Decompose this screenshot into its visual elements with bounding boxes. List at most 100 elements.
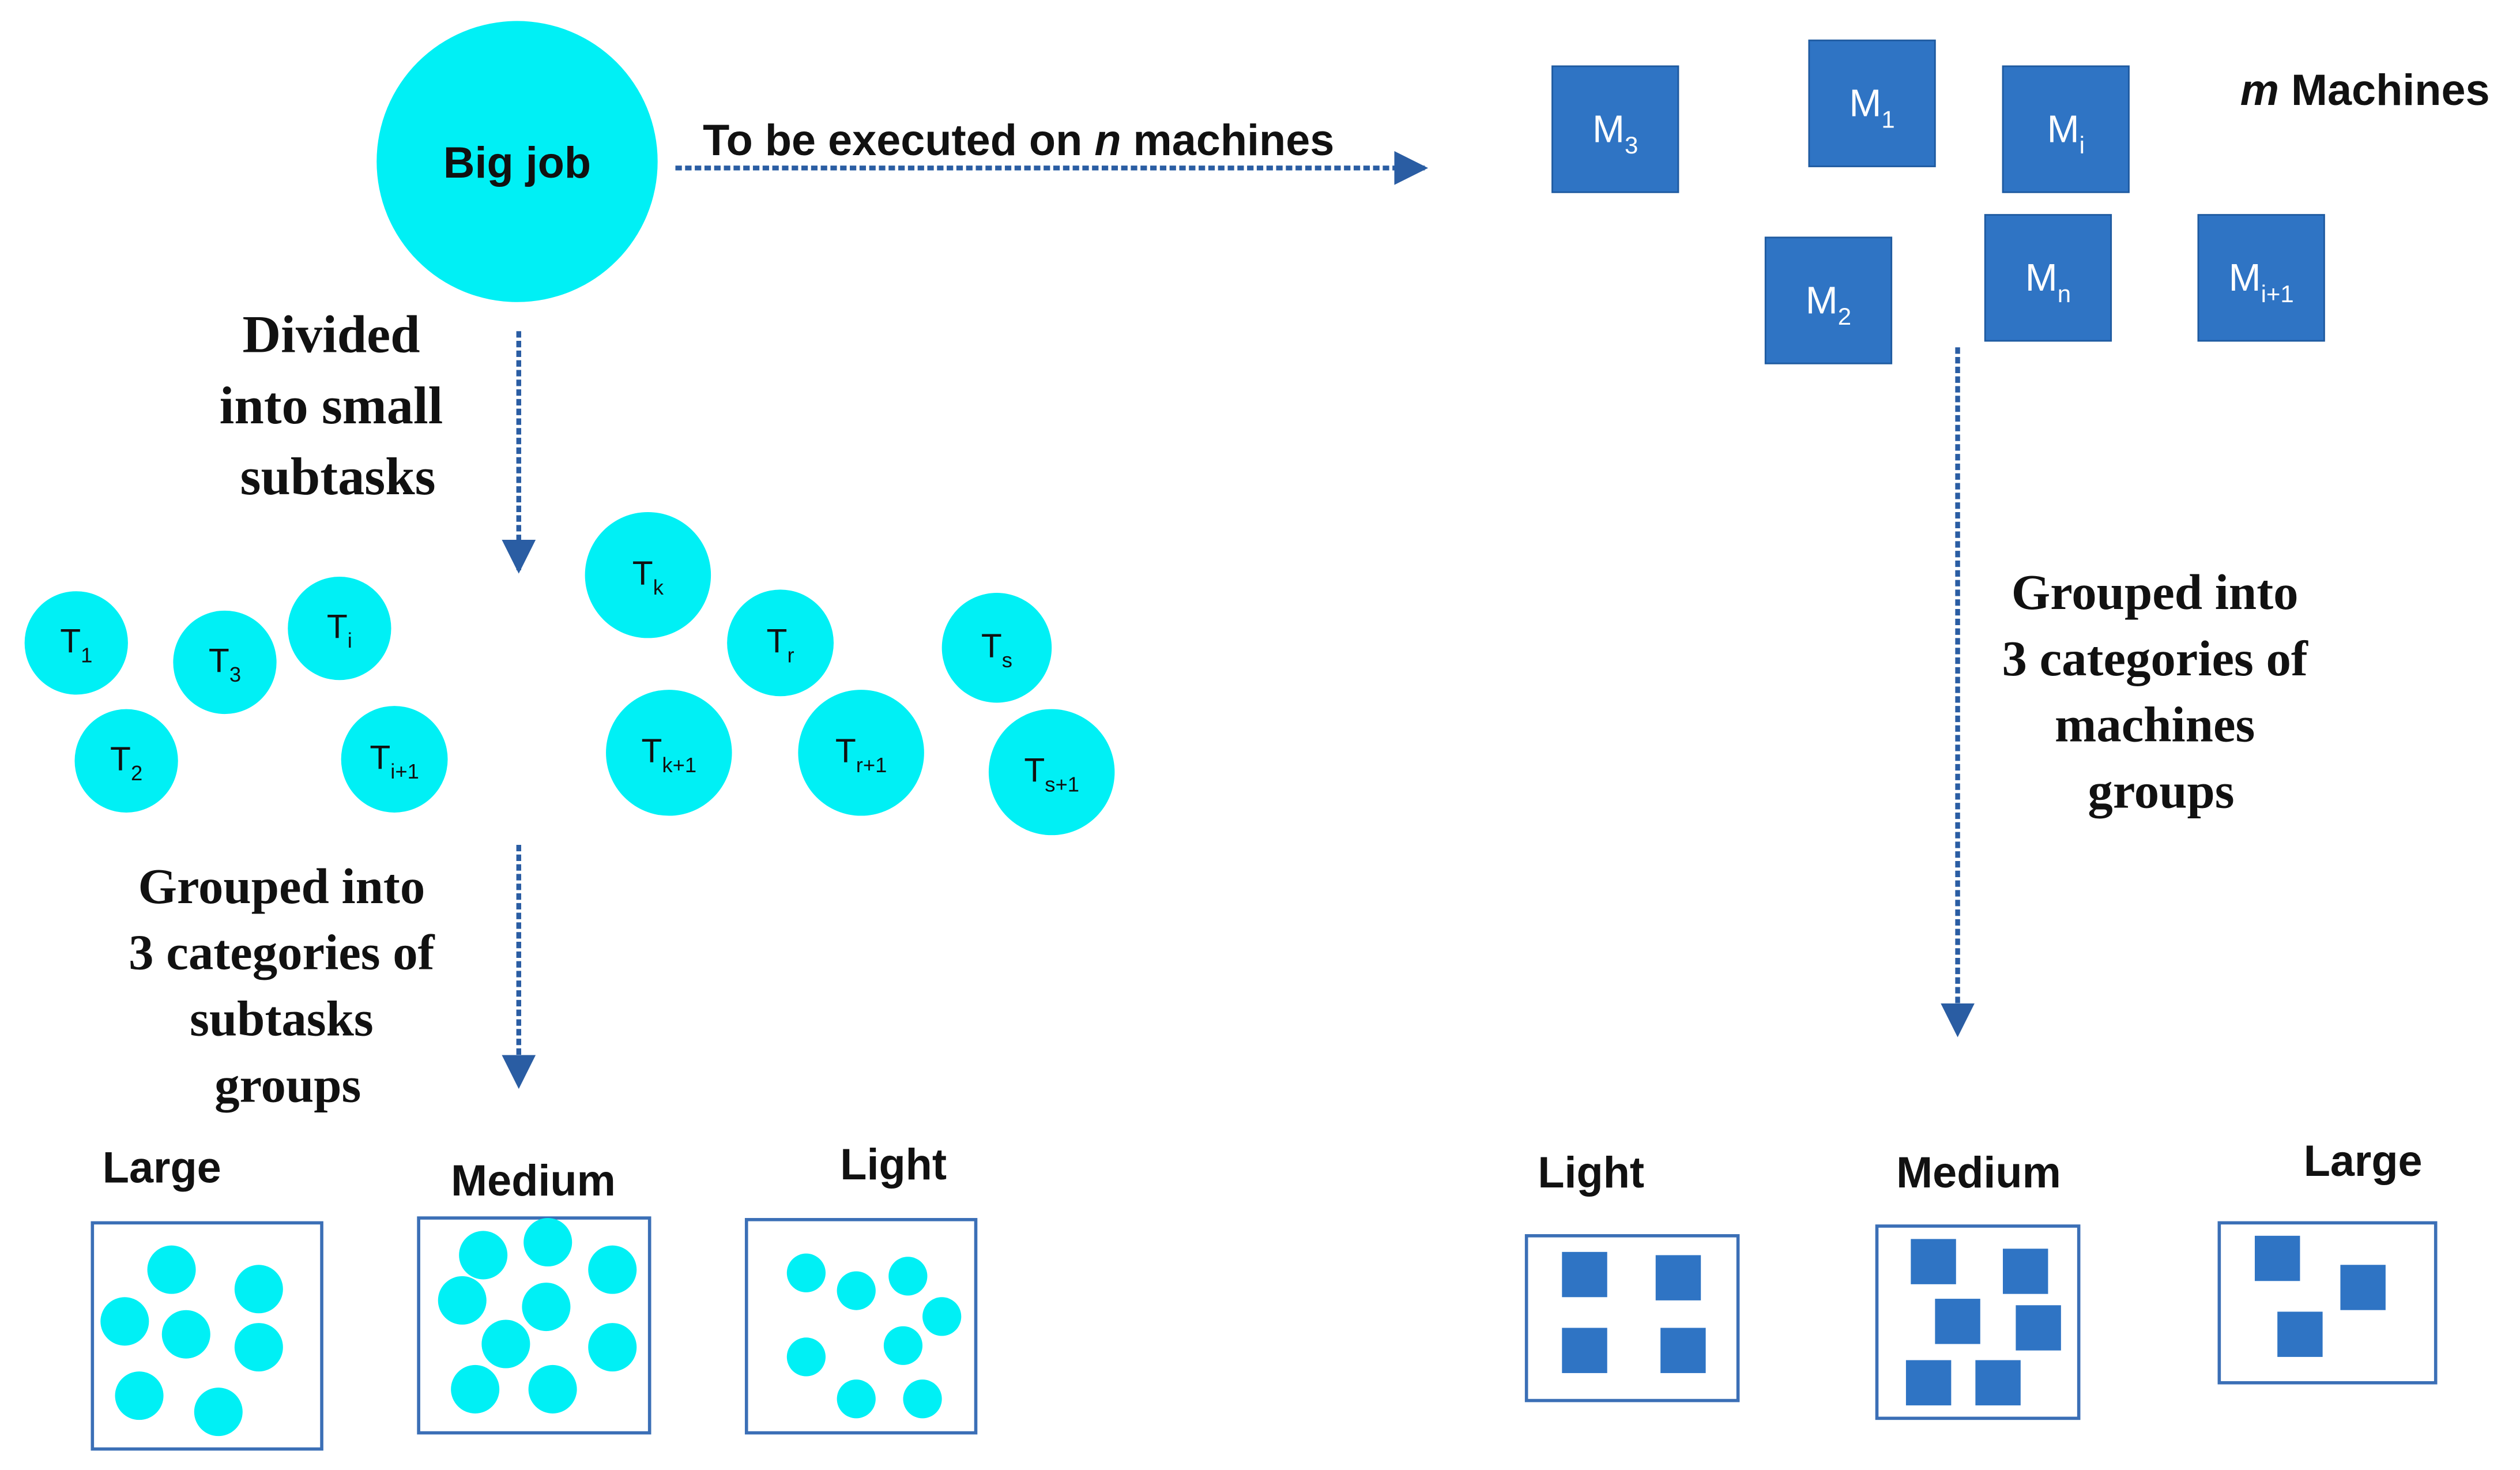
task-label: T2 xyxy=(110,740,142,785)
task-circle xyxy=(173,610,277,715)
task-label: T3 xyxy=(209,642,241,686)
machine-node: M3 xyxy=(1551,65,1679,193)
machine-label: Mn xyxy=(2025,256,2071,307)
task-node: Tk xyxy=(585,512,711,638)
task-dot xyxy=(459,1231,508,1280)
task-dot xyxy=(528,1364,577,1413)
task-label: Tk+1 xyxy=(641,732,696,777)
task-dot xyxy=(147,1245,196,1294)
machine-label: Mi+1 xyxy=(2229,256,2294,307)
task-group-label: Medium xyxy=(451,1157,616,1205)
task-label: Ts xyxy=(981,627,1012,672)
machine-node: Mn xyxy=(1984,214,2112,342)
machine-group-label: Large xyxy=(2304,1137,2423,1186)
task-circle xyxy=(798,690,924,816)
machine-dot xyxy=(2003,1249,2048,1294)
machine-node: Mi xyxy=(2002,65,2130,193)
machine-node: M1 xyxy=(1808,39,1936,167)
machine-dot xyxy=(1905,1360,1952,1405)
task-group-box xyxy=(744,1218,978,1435)
task-circle xyxy=(288,576,391,681)
task-node: Tr xyxy=(727,589,834,697)
task-label: Ti xyxy=(327,608,352,652)
task-dot xyxy=(100,1297,149,1346)
machine-label: Mi xyxy=(2047,107,2085,159)
task-node: Ti+1 xyxy=(341,706,448,813)
task-node: Tk+1 xyxy=(606,690,732,816)
machine-square xyxy=(2002,65,2130,193)
machine-group-box xyxy=(1524,1234,1740,1403)
machine-dot xyxy=(2254,1235,2300,1281)
machines-title: m Machines xyxy=(2240,66,2490,115)
machine-dot xyxy=(1562,1328,1607,1373)
task-dot xyxy=(588,1323,637,1372)
task-group-label: Light xyxy=(840,1141,947,1189)
task-dot xyxy=(481,1319,530,1369)
task-circle xyxy=(585,512,711,638)
group-machines-label: Grouped into 3 categories of machines gr… xyxy=(2002,565,2320,819)
machine-dot xyxy=(1911,1239,1956,1284)
task-label: Ts+1 xyxy=(1024,752,1079,796)
task-dot xyxy=(194,1388,243,1437)
task-node: Ti xyxy=(288,576,391,681)
machine-group-label: Medium xyxy=(1896,1149,2061,1197)
task-group-label: Large xyxy=(103,1144,221,1192)
task-group-medium: Medium xyxy=(417,1157,651,1435)
machine-node: Mi+1 xyxy=(2197,214,2325,342)
task-circle xyxy=(74,709,178,813)
task-circle xyxy=(941,593,1052,703)
task-label: Tk xyxy=(632,555,664,599)
task-dot xyxy=(837,1379,876,1419)
task-group-large: Large xyxy=(91,1144,323,1451)
task-dot xyxy=(234,1265,283,1314)
task-node: Ts xyxy=(941,593,1052,703)
task-dot xyxy=(523,1218,572,1267)
machine-group-box xyxy=(1875,1224,2081,1420)
machine-group-light: Light xyxy=(1524,1149,1740,1403)
machine-groups: Light Medium Large xyxy=(1524,1137,2438,1420)
task-circle xyxy=(988,709,1115,836)
machine-group-medium: Medium xyxy=(1875,1149,2081,1420)
task-dot xyxy=(786,1337,826,1377)
task-groups: Large Medium Light xyxy=(91,1141,978,1451)
machine-label: M2 xyxy=(1806,279,1851,330)
task-dot xyxy=(837,1271,876,1310)
execute-arrow: To be executed on n machines xyxy=(675,116,1429,185)
group-machines-step: Grouped into 3 categories of machines gr… xyxy=(1941,347,2320,1037)
execute-arrow-label: To be executed on n machines xyxy=(703,116,1334,165)
machine-square xyxy=(1551,65,1679,193)
task-group-light: Light xyxy=(744,1141,978,1435)
divide-label: Divided into small subtasks xyxy=(220,305,457,506)
task-dot xyxy=(451,1364,500,1413)
task-node: Ts+1 xyxy=(988,709,1115,836)
task-group-box xyxy=(417,1216,651,1435)
task-dot xyxy=(903,1379,942,1419)
task-dot xyxy=(161,1310,210,1359)
big-job-node: Big job xyxy=(376,21,658,302)
machine-group-large: Large xyxy=(2217,1137,2438,1385)
group-tasks-label: Grouped into 3 categories of subtasks gr… xyxy=(129,859,447,1113)
task-dot xyxy=(115,1371,164,1420)
task-dot xyxy=(588,1245,637,1294)
task-label: Tr+1 xyxy=(835,732,887,777)
machine-dot xyxy=(1975,1360,2021,1405)
machine-dot xyxy=(1655,1255,1701,1300)
task-dot xyxy=(234,1323,283,1372)
machine-group-box xyxy=(2217,1221,2438,1385)
big-job-circle xyxy=(376,21,658,302)
task-group-box xyxy=(91,1221,323,1451)
machine-dot xyxy=(2277,1311,2323,1357)
task-node: T2 xyxy=(74,709,178,813)
task-dot xyxy=(922,1297,962,1336)
machine-dot xyxy=(1935,1299,1980,1344)
machine-dot xyxy=(1562,1251,1607,1298)
task-node: Tr+1 xyxy=(798,690,924,816)
task-circle xyxy=(606,690,732,816)
task-label: Ti+1 xyxy=(370,739,419,783)
group-tasks-step: Grouped into 3 categories of subtasks gr… xyxy=(129,844,536,1113)
task-circle xyxy=(24,591,128,695)
machine-dot xyxy=(2340,1265,2386,1310)
